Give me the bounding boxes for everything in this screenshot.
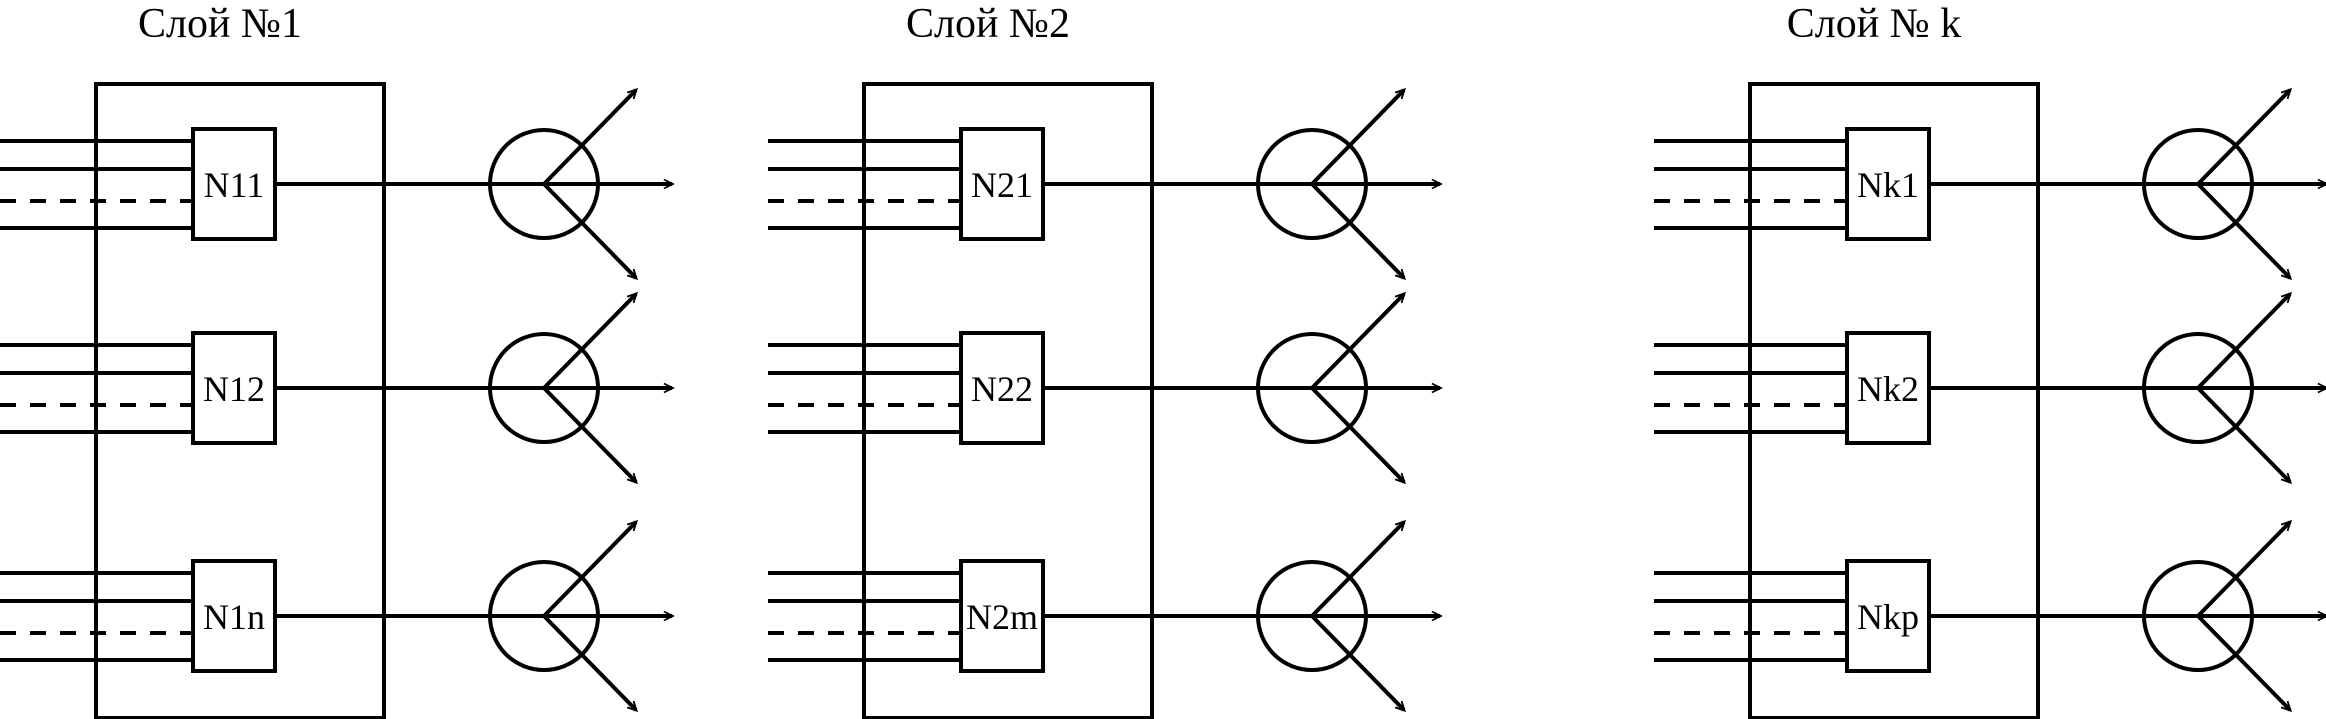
neuron-label: N21 <box>971 165 1033 205</box>
fanout-arrow <box>2196 182 2293 281</box>
layer-title: Слой №1 <box>138 1 302 47</box>
layer-box <box>94 82 386 719</box>
layer-box <box>862 82 1154 719</box>
fanout-arrow <box>1310 614 1407 713</box>
neuron-label: Nk2 <box>1857 369 1919 409</box>
fanout-arrow <box>542 519 639 618</box>
neuron-box <box>959 559 1045 673</box>
neuron-label: Nkp <box>1857 597 1919 637</box>
fanout-arrow <box>1310 519 1407 618</box>
layer-title: Слой №2 <box>906 1 1070 47</box>
node-row: N11 <box>0 87 675 281</box>
neuron-box <box>191 331 277 445</box>
fanout-arrow <box>2196 87 2293 186</box>
neuron-label: N11 <box>204 165 265 205</box>
fanout-arrow <box>542 87 639 186</box>
node-row: N12 <box>0 291 675 485</box>
neuron-box <box>1845 559 1931 673</box>
fanout-arrow <box>542 614 639 713</box>
node-row: N2m <box>768 519 1443 713</box>
node-row: N21 <box>768 87 1443 281</box>
neuron-box <box>959 331 1045 445</box>
fanout-arrow <box>2196 614 2293 713</box>
neuron-label: Nk1 <box>1857 165 1919 205</box>
fanout-arrow <box>2196 519 2293 618</box>
node-row: Nk1 <box>1654 87 2326 281</box>
fanout-arrow <box>542 291 639 390</box>
neuron-box <box>1845 331 1931 445</box>
fanout-arrow <box>1310 386 1407 485</box>
neuron-label: N1n <box>203 597 265 637</box>
fanout-arrow <box>1310 291 1407 390</box>
node-row: N22 <box>768 291 1443 485</box>
fanout-arrow <box>1310 87 1407 186</box>
fanout-arrow <box>1310 182 1407 281</box>
layer-box <box>1748 82 2040 719</box>
fanout-arrow <box>2196 291 2293 390</box>
fanout-arrow <box>2196 386 2293 485</box>
layer-title: Слой № k <box>1787 1 1962 47</box>
node-row: N1n <box>0 519 675 713</box>
neuron-label: N12 <box>203 369 265 409</box>
fanout-arrow <box>542 386 639 485</box>
neuron-label: N2m <box>966 597 1038 637</box>
neuron-box <box>1845 127 1931 241</box>
node-row: Nk2 <box>1654 291 2326 485</box>
neuron-box <box>191 559 277 673</box>
node-row: Nkp <box>1654 519 2326 713</box>
neuron-label: N22 <box>971 369 1033 409</box>
fanout-arrow <box>542 182 639 281</box>
neuron-box <box>191 127 277 241</box>
